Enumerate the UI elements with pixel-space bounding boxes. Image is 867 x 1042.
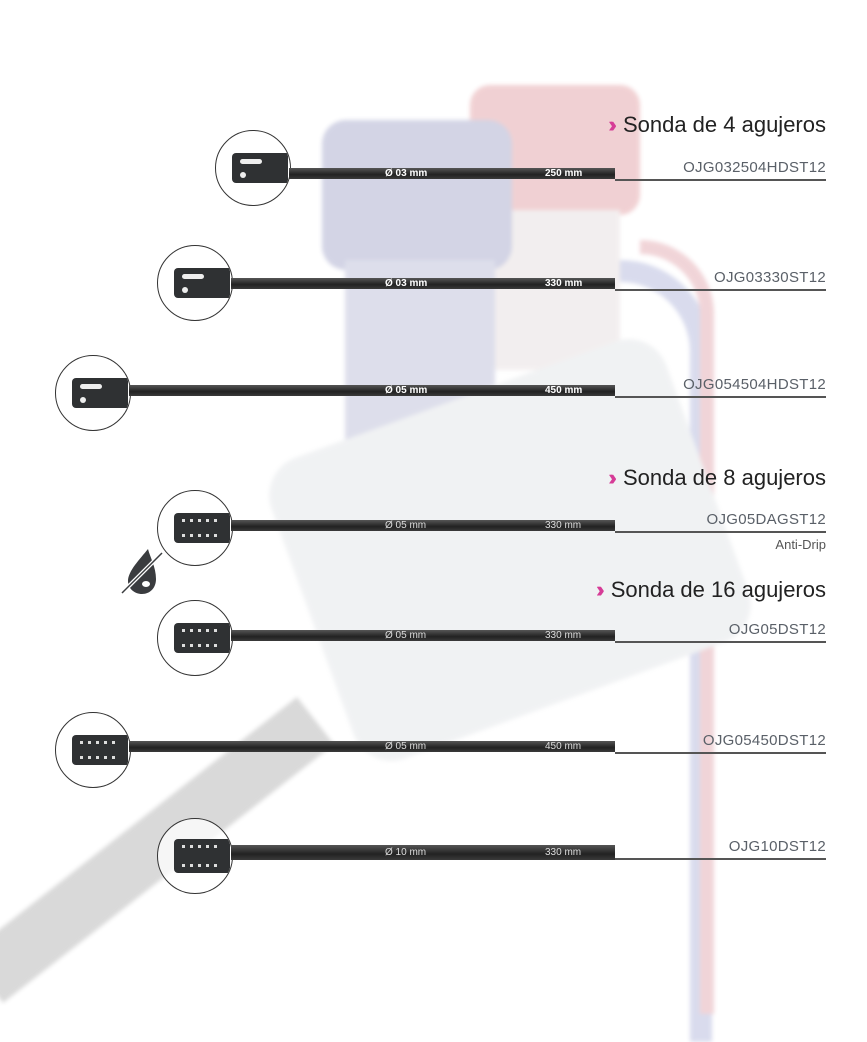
probe-length: 250 mm bbox=[545, 167, 583, 179]
probe-length: 330 mm bbox=[545, 846, 582, 858]
section-title: Sonda de 8 agujeros bbox=[622, 465, 826, 490]
probe-tip-icon bbox=[72, 735, 128, 765]
probe-rod: Ø 10 mm 330 mm bbox=[231, 844, 615, 860]
probe-tip-icon bbox=[174, 839, 230, 873]
probe-rod: Ø 05 mm 330 mm bbox=[231, 519, 615, 531]
probe-tip-icon bbox=[232, 153, 288, 183]
product-code: OJG10DST12 bbox=[728, 838, 826, 855]
probe-diameter: Ø 05 mm bbox=[385, 629, 427, 641]
leader-line bbox=[615, 531, 826, 533]
probe-length: 450 mm bbox=[545, 740, 582, 752]
leader-line bbox=[615, 641, 826, 643]
probe-diameter: Ø 05 mm bbox=[385, 384, 428, 396]
double-chevron-right-icon: ›› bbox=[608, 465, 616, 490]
probe-rod: Ø 05 mm 330 mm bbox=[231, 629, 615, 641]
section-heading: ›› Sonda de 4 agujeros bbox=[608, 112, 826, 138]
double-chevron-right-icon: ›› bbox=[608, 112, 616, 137]
section-heading: ›› Sonda de 16 agujeros bbox=[596, 577, 826, 603]
probe-tip-icon bbox=[174, 623, 230, 653]
probe-rod: Ø 05 mm 450 mm bbox=[129, 384, 615, 396]
product-code: OJG05DST12 bbox=[728, 621, 826, 638]
probe-diameter: Ø 10 mm bbox=[385, 846, 427, 858]
probe-tip-magnifier bbox=[157, 245, 233, 321]
probe-tip-magnifier bbox=[157, 490, 233, 566]
probe-rod: Ø 03 mm 330 mm bbox=[231, 277, 615, 289]
product-code: OJG032504HDST12 bbox=[683, 159, 826, 176]
probe-tip-magnifier bbox=[215, 130, 291, 206]
probe-tip-magnifier bbox=[157, 818, 233, 894]
probe-length: 330 mm bbox=[545, 629, 582, 641]
probe-diameter: Ø 03 mm bbox=[385, 277, 428, 289]
leader-line bbox=[615, 289, 826, 291]
probe-tip-icon bbox=[174, 513, 230, 543]
probe-length: 450 mm bbox=[545, 384, 583, 396]
probe-rod: Ø 03 mm 250 mm bbox=[289, 167, 615, 179]
probe-note: Anti-Drip bbox=[775, 537, 826, 552]
probe-tip-icon bbox=[72, 378, 128, 408]
probe-tip-magnifier bbox=[157, 600, 233, 676]
probe-diameter: Ø 05 mm bbox=[385, 740, 427, 752]
section-heading: ›› Sonda de 8 agujeros bbox=[608, 465, 826, 491]
double-chevron-right-icon: ›› bbox=[596, 577, 604, 602]
no-drip-icon bbox=[118, 545, 166, 597]
section-title: Sonda de 4 agujeros bbox=[622, 112, 826, 137]
probe-diameter: Ø 03 mm bbox=[385, 167, 428, 179]
probe-tip-magnifier bbox=[55, 355, 131, 431]
product-code: OJG05DAGST12 bbox=[706, 511, 826, 528]
leader-line bbox=[615, 858, 826, 860]
product-code: OJG05450DST12 bbox=[702, 732, 826, 749]
probe-tip-magnifier bbox=[55, 712, 131, 788]
probe-rod: Ø 05 mm 450 mm bbox=[129, 740, 615, 752]
section-title: Sonda de 16 agujeros bbox=[610, 577, 826, 602]
probe-tip-icon bbox=[174, 268, 230, 298]
product-code: OJG03330ST12 bbox=[714, 269, 826, 286]
probe-diameter: Ø 05 mm bbox=[385, 519, 427, 531]
leader-line bbox=[615, 752, 826, 754]
product-code: OJG054504HDST12 bbox=[683, 376, 826, 393]
probe-length: 330 mm bbox=[545, 519, 582, 531]
leader-line bbox=[615, 179, 826, 181]
leader-line bbox=[615, 396, 826, 398]
probe-length: 330 mm bbox=[545, 277, 583, 289]
